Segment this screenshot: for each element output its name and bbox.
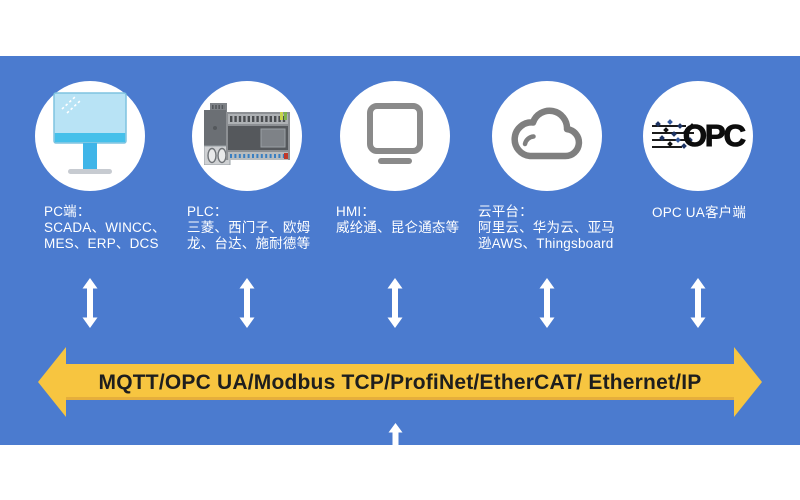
opc-logo-text: OPC xyxy=(682,118,746,154)
plc-icon xyxy=(203,102,290,170)
node-plc-title: PLC： xyxy=(187,204,228,219)
monitor-icon xyxy=(51,90,129,183)
display-icon xyxy=(364,102,426,171)
node-pc-circle xyxy=(35,81,145,191)
node-opcua-label: OPC UA客户端 xyxy=(652,205,746,221)
node-cloud-label: 云平台： 阿里云、华为云、亚马 逊AWS、Thingsboard xyxy=(478,204,615,251)
bottom-up-arrow xyxy=(388,423,403,450)
protocol-banner-arrow xyxy=(38,345,762,424)
node-hmi-circle xyxy=(340,81,450,191)
double-arrow-pc xyxy=(82,278,98,333)
node-hmi-title: HMI： xyxy=(336,204,376,219)
node-opcua-circle: OPC xyxy=(643,81,753,191)
node-plc-circle xyxy=(192,81,302,191)
opc-ua-logo: OPC xyxy=(652,116,747,156)
double-arrow-opcua xyxy=(690,278,706,333)
cloud-icon xyxy=(508,103,586,170)
node-hmi-label: HMI： 威纶通、昆仑通态等 xyxy=(336,204,460,235)
protocol-banner-label: MQTT/OPC UA/Modbus TCP/ProfiNet/EtherCAT… xyxy=(98,371,702,394)
node-plc-label: PLC： 三菱、西门子、欧姆 龙、台达、施耐德等 xyxy=(187,204,311,251)
node-opcua-title: OPC UA客户端 xyxy=(652,205,747,220)
node-cloud-title: 云平台： xyxy=(478,204,533,219)
node-pc-label: PC端： SCADA、WINCC、 MES、ERP、DCS xyxy=(44,204,166,251)
node-cloud-circle xyxy=(492,81,602,191)
node-pc-title: PC端： xyxy=(44,204,91,219)
double-arrow-cloud xyxy=(539,278,555,333)
double-arrow-plc xyxy=(239,278,255,333)
double-arrow-hmi xyxy=(387,278,403,333)
